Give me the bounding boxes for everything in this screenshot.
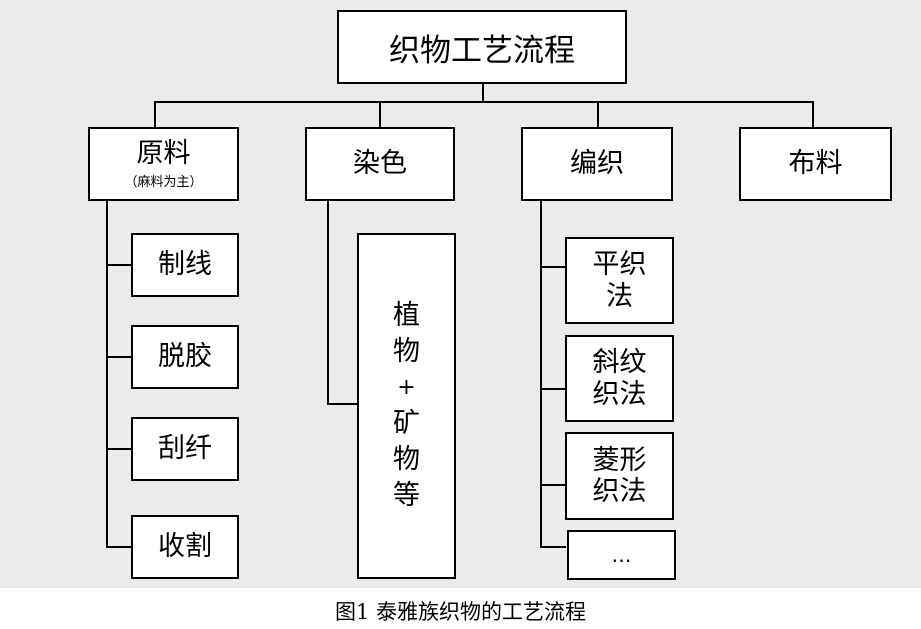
connector-dye-material (327, 403, 358, 405)
connector-to-cloth (812, 101, 814, 128)
dye-material-char: 物 (393, 336, 420, 367)
category-raw-note: （麻料为主） (124, 175, 203, 191)
category-cloth: 布料 (739, 127, 892, 201)
connector-raw-step-4 (106, 546, 132, 548)
connector-to-raw (154, 101, 156, 128)
connector-weave-method-1 (540, 266, 566, 268)
connector-raw-step-1 (106, 264, 132, 266)
raw-step-node: 制线 (131, 233, 239, 297)
dye-material-char: 矿 (393, 408, 420, 439)
category-dye-label: 染色 (353, 148, 407, 180)
weave-method-line: 菱形 (592, 444, 647, 476)
weave-method-ellipsis: … (611, 542, 632, 567)
weave-method-line: 平织 (592, 249, 647, 281)
weave-method-node: 平织 法 (565, 237, 674, 324)
weave-method-node: … (567, 530, 676, 580)
connector-weave-spine (540, 200, 542, 547)
weave-method-line: 斜纹 (592, 347, 647, 379)
connector-root-down (482, 84, 484, 102)
raw-step-node: 刮纤 (131, 417, 239, 481)
weave-method-line: 织法 (592, 378, 647, 410)
category-cloth-label: 布料 (788, 148, 843, 180)
raw-step-label: 脱胶 (158, 341, 212, 373)
connector-raw-step-3 (106, 448, 132, 450)
weave-method-node: 菱形 织法 (565, 432, 674, 520)
connector-weave-method-2 (540, 388, 566, 390)
diagram-canvas: 织物工艺流程 原料 （麻料为主） 染色 编织 布料 制线 脱胶 刮纤 收割 植 … (0, 0, 921, 588)
weave-method-node: 斜纹 织法 (565, 335, 674, 422)
connector-to-weave (597, 101, 599, 128)
raw-step-node: 收割 (131, 515, 239, 579)
connector-dye-spine (327, 200, 329, 404)
weave-method-line: 织法 (592, 476, 647, 507)
dye-material-text: 植 物 + 矿 物 等 (393, 298, 420, 514)
raw-step-label: 刮纤 (158, 433, 212, 465)
connector-raw-spine (106, 200, 108, 547)
connector-top-bar (154, 101, 813, 103)
raw-step-node: 脱胶 (131, 325, 239, 389)
category-raw-label: 原料 (136, 137, 191, 169)
category-dyeing: 染色 (305, 127, 455, 201)
category-weave-label: 编织 (570, 148, 624, 180)
connector-weave-method-3 (540, 484, 566, 486)
figure-caption: 图1 泰雅族织物的工艺流程 (334, 600, 587, 624)
dye-material-char: 物 (393, 444, 420, 475)
connector-raw-step-2 (106, 356, 132, 358)
raw-step-label: 收割 (158, 531, 212, 563)
weave-method-line: 法 (606, 280, 633, 312)
dye-material-char: 植 (393, 300, 420, 331)
root-node: 织物工艺流程 (337, 10, 627, 84)
connector-weave-method-4 (540, 546, 566, 548)
category-weaving: 编织 (521, 127, 673, 201)
raw-step-label: 制线 (158, 249, 212, 281)
category-raw-material: 原料 （麻料为主） (88, 127, 239, 201)
dye-material-char: 等 (393, 480, 420, 511)
connector-to-dye (379, 101, 381, 128)
root-label: 织物工艺流程 (389, 32, 575, 69)
dye-material-node: 植 物 + 矿 物 等 (357, 233, 456, 579)
dye-material-char: + (397, 375, 416, 400)
